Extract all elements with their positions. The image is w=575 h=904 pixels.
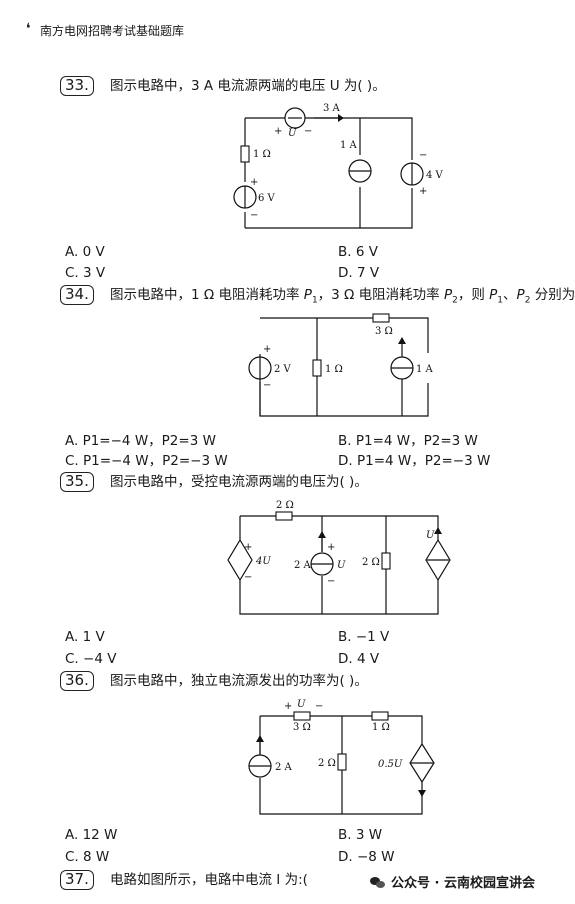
label-u: U (288, 128, 297, 139)
arrow-icon (256, 735, 264, 742)
label-3ohm: 3 Ω (375, 326, 393, 337)
question-text: 图示电路中，独立电流源发出的功率为( )。 (110, 673, 368, 689)
option-a[interactable]: A. 12 W (65, 827, 118, 843)
dependent-voltage-source (227, 538, 253, 582)
label-3a: 3 A (323, 103, 341, 114)
label-1a: 1 A (416, 364, 434, 375)
label-plus: + (244, 542, 252, 553)
label-minus: − (327, 576, 335, 587)
resistor-2ohm (381, 552, 391, 570)
label-2ohm: 2 Ω (318, 758, 336, 769)
label-plus: + (274, 126, 282, 137)
option-d[interactable]: D. −8 W (338, 849, 395, 865)
label-minus: − (419, 150, 427, 161)
page-header: ❛ 南方电网招聘考试基础题库 (26, 21, 185, 39)
option-b[interactable]: B. P1=4 W，P2=3 W (338, 433, 478, 449)
label-2a: 2 A (275, 762, 293, 773)
resistor-1ohm (371, 711, 389, 721)
resistor-2ohm (275, 511, 293, 521)
label-u: U (297, 699, 306, 710)
label-1ohm: 1 Ω (325, 364, 343, 375)
option-a[interactable]: A. P1=−4 W，P2=3 W (65, 433, 216, 449)
label-u: U (337, 560, 346, 571)
label-plus: + (419, 186, 427, 197)
resistor-3ohm (293, 711, 311, 721)
question-number: 34. (60, 285, 94, 305)
arrow-icon (398, 337, 406, 344)
option-c[interactable]: C. −4 V (65, 651, 117, 667)
option-d[interactable]: D. P1=4 W，P2=−3 W (338, 453, 491, 469)
option-b[interactable]: B. −1 V (338, 629, 390, 645)
resistor-1ohm (312, 359, 322, 377)
label-2v: 2 V (274, 364, 292, 375)
question-text: 图示电路中，1 Ω 电阻消耗功率 P1，3 Ω 电阻消耗功率 P2，则 P1、P… (110, 287, 575, 306)
circuit-diagram-q35: 2 Ω 4U + − 2 A U + − 2 Ω U (227, 500, 451, 615)
label-plus: + (327, 542, 335, 553)
question-number: 35. (60, 472, 94, 492)
option-d[interactable]: D. 4 V (338, 651, 380, 667)
label-6v: 6 V (258, 193, 276, 204)
label-1ohm: 1 Ω (253, 149, 271, 160)
option-c[interactable]: C. P1=−4 W，P2=−3 W (65, 453, 228, 469)
label-plus: + (284, 701, 292, 712)
header-title: 南方电网招聘考试基础题库 (40, 24, 185, 38)
label-0-5u: 0.5U (378, 759, 403, 770)
question-text: 图示电路中，受控电流源两端的电压为( )。 (110, 474, 368, 490)
arrow-icon (434, 527, 442, 534)
question-text: 电路如图所示，电路中电流 I 为:( (110, 872, 308, 888)
label-minus: − (263, 380, 271, 391)
label-plus: + (263, 344, 271, 355)
label-3ohm: 3 Ω (293, 722, 311, 733)
resistor-3ohm (372, 313, 390, 323)
label-4u: 4U (255, 556, 271, 567)
arrow-icon (338, 114, 344, 122)
option-a[interactable]: A. 1 V (65, 629, 105, 645)
label-u: U (426, 530, 435, 541)
label-2a: 2 A (294, 560, 312, 571)
label-minus: − (304, 126, 312, 137)
option-b[interactable]: B. 3 W (338, 827, 383, 843)
question-number: 37. (60, 870, 94, 890)
label-4v: 4 V (426, 170, 444, 181)
label-1a: 1 A (340, 140, 358, 151)
label-2ohm: 2 Ω (276, 500, 294, 511)
header-mark-icon: ❛ (26, 21, 31, 37)
wechat-icon (370, 876, 386, 888)
label-minus: − (244, 572, 252, 583)
question-number: 36. (60, 671, 94, 691)
circuit-diagram-q34: 3 Ω 2 V + − 1 Ω 1 A (248, 313, 434, 417)
option-a[interactable]: A. 0 V (65, 244, 105, 260)
arrow-icon (418, 790, 426, 797)
question-number: 33. (60, 76, 94, 96)
resistor-2ohm (337, 753, 347, 771)
circuit-diagram-q33: 3 A + U − 1 Ω 6 V + − 1 A 4 V − + (233, 103, 444, 229)
label-1ohm: 1 Ω (372, 722, 390, 733)
option-c[interactable]: C. 8 W (65, 849, 110, 865)
circuit-diagram-q36: U + − 3 Ω 1 Ω 2 A 2 Ω 0.5U (248, 699, 435, 815)
label-2ohm: 2 Ω (362, 557, 380, 568)
resistor-1ohm (240, 145, 250, 163)
wechat-watermark: 公众号 · 云南校园宣讲会 (370, 872, 535, 891)
label-plus: + (250, 177, 258, 188)
option-c[interactable]: C. 3 V (65, 265, 106, 281)
option-d[interactable]: D. 7 V (338, 265, 380, 281)
option-b[interactable]: B. 6 V (338, 244, 378, 260)
arrow-icon (318, 531, 326, 538)
watermark-text: 公众号 · 云南校园宣讲会 (391, 876, 535, 891)
label-minus: − (250, 210, 258, 221)
question-text: 图示电路中，3 A 电流源两端的电压 U 为( )。 (110, 78, 386, 94)
label-minus: − (315, 701, 323, 712)
